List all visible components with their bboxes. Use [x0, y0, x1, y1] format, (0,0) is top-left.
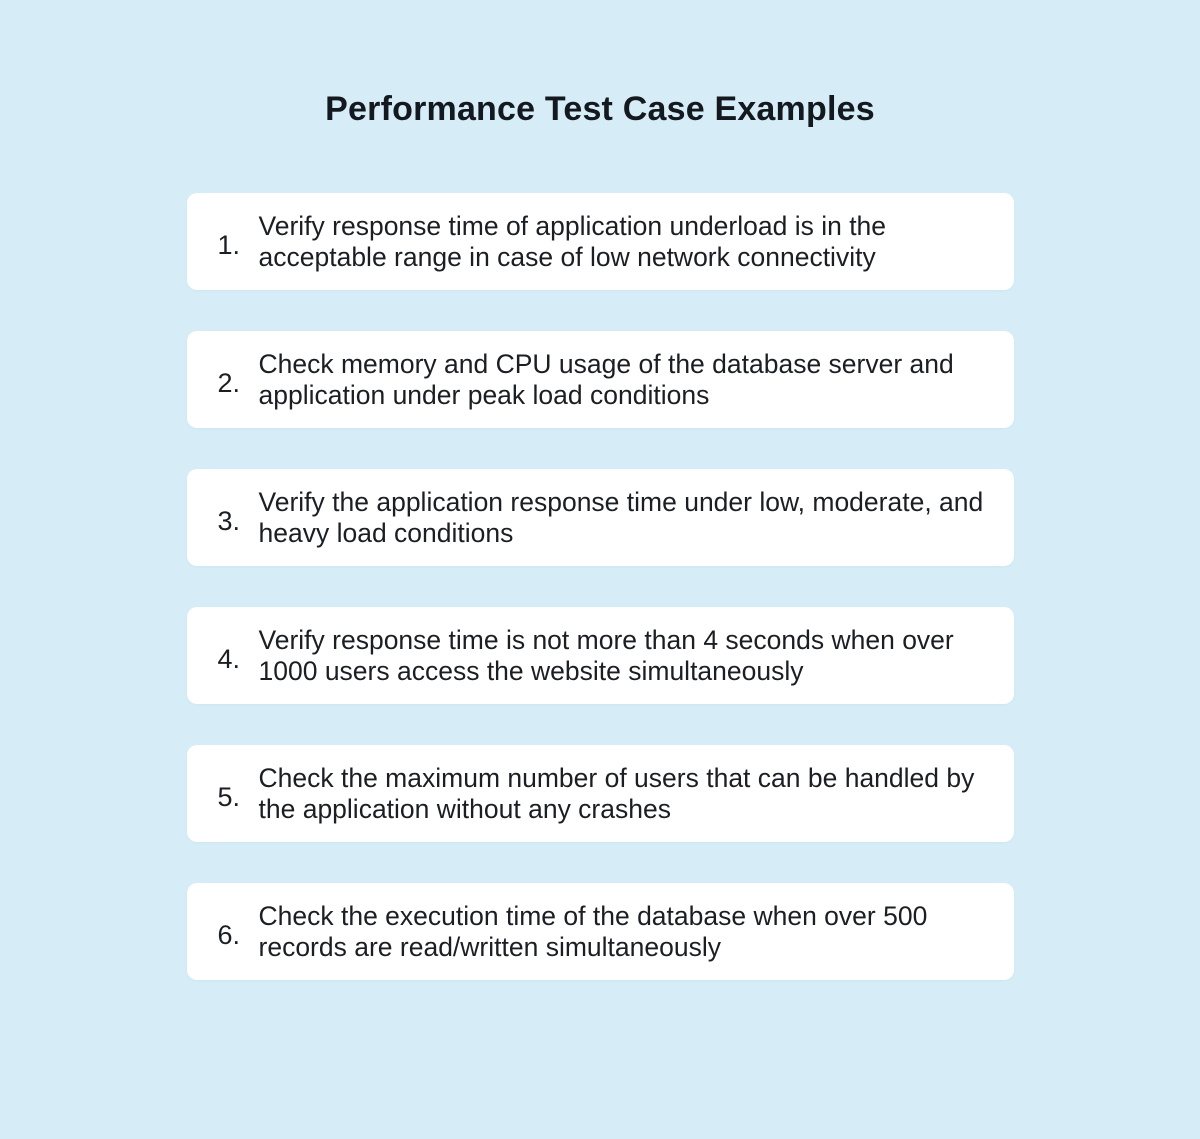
test-case-list: 1. Verify response time of application u… [186, 193, 1014, 980]
test-case-card: 1. Verify response time of application u… [186, 193, 1014, 290]
infographic: Performance Test Case Examples 1. Verify… [0, 88, 1200, 980]
item-text: Check the maximum number of users that c… [258, 762, 975, 824]
item-text: Check memory and CPU usage of the databa… [258, 348, 954, 410]
item-number: 3. [217, 506, 241, 536]
item-number: 1. [217, 230, 241, 260]
item-text: Check the execution time of the database… [258, 900, 928, 962]
test-case-card: 6. Check the execution time of the datab… [186, 883, 1014, 980]
test-case-card: 5. Check the maximum number of users tha… [186, 745, 1014, 842]
item-text: Verify response time is not more than 4 … [258, 624, 954, 686]
item-text: Verify response time of application unde… [258, 210, 887, 272]
item-number: 4. [217, 644, 241, 674]
test-case-card: 4. Verify response time is not more than… [186, 607, 1014, 704]
page-title: Performance Test Case Examples [325, 90, 875, 128]
test-case-card: 2. Check memory and CPU usage of the dat… [186, 331, 1014, 428]
item-text: Verify the application response time und… [258, 486, 984, 548]
test-case-card: 3. Verify the application response time … [186, 469, 1014, 566]
item-number: 6. [217, 920, 241, 950]
item-number: 2. [217, 368, 241, 398]
item-number: 5. [217, 782, 241, 812]
